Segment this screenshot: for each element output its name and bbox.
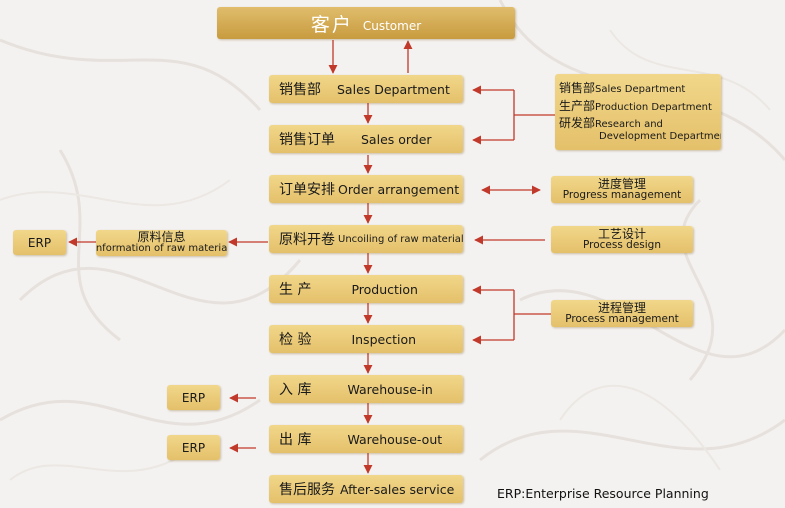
- side-label-en: Progress management: [562, 189, 682, 202]
- side-label-zh: 工艺设计: [597, 226, 646, 241]
- step-label-zh: 原料开卷: [279, 232, 335, 248]
- department-label-en: Research and: [595, 119, 663, 131]
- customer-label-zh: 客户: [310, 13, 353, 36]
- step-label-zh: 销售部: [279, 82, 321, 98]
- step-label-en: Warehouse-in: [347, 381, 433, 397]
- erp-label: ERP: [27, 235, 52, 250]
- department-label-zh: 销售部: [559, 81, 596, 95]
- step-label-zh: 销售订单: [279, 132, 335, 148]
- step-uncoiling: 原料开卷 Uncoiling of raw material: [269, 225, 463, 253]
- step-production: 生 产 Production: [269, 275, 463, 303]
- department-label-en: Sales Department: [595, 84, 686, 95]
- step-after-sales: 售后服务 After-sales service: [269, 475, 463, 503]
- side-label-en: Information of raw material: [96, 243, 227, 255]
- erp-box-raw-material: ERP: [13, 230, 66, 255]
- step-label-en: Inspection: [351, 331, 417, 347]
- department-item: 研发部Research and: [559, 113, 663, 131]
- step-label-en: Order arrangement: [338, 181, 460, 197]
- department-label-zh: 研发部: [559, 116, 596, 131]
- side-label-zh: 进度管理: [597, 176, 646, 191]
- step-label-zh: 售后服务: [279, 482, 335, 498]
- step-label-en: Production: [351, 281, 418, 297]
- step-label-en: Uncoiling of raw material: [338, 233, 463, 245]
- department-item: 销售部Sales Department: [559, 78, 685, 96]
- department-label-en: Production Department: [595, 101, 712, 113]
- step-label-en: Warehouse-out: [347, 431, 443, 447]
- process-design-box: 工艺设计 Process design: [551, 226, 693, 253]
- step-sales-order: 销售订单 Sales order: [269, 125, 463, 153]
- departments-box: 销售部Sales Department 生产部Production Depart…: [555, 74, 721, 150]
- erp-footnote: ERP:Enterprise Resource Planning: [497, 486, 709, 501]
- progress-management-box: 进度管理 Progress management: [551, 176, 693, 203]
- step-warehouse-in: 入 库 Warehouse-in: [269, 375, 463, 403]
- step-label-zh: 订单安排: [279, 182, 335, 198]
- customer-label-en: Customer: [362, 19, 422, 33]
- step-order-arrangement: 订单安排 Order arrangement: [269, 175, 463, 203]
- department-label-zh: 生产部: [559, 98, 596, 113]
- process-management-box: 进程管理 Process management: [551, 300, 693, 327]
- step-inspection: 检 验 Inspection: [269, 325, 463, 353]
- department-item: 生产部Production Department: [559, 96, 712, 114]
- step-label-en: Sales Department: [337, 81, 450, 97]
- raw-material-info-box: 原料信息 Information of raw material: [96, 230, 227, 256]
- side-label-en: Process design: [582, 239, 661, 252]
- step-label-zh: 生 产: [279, 282, 312, 298]
- erp-box-warehouse-in: ERP: [167, 385, 220, 410]
- erp-label: ERP: [181, 390, 206, 405]
- erp-box-warehouse-out: ERP: [167, 435, 220, 460]
- erp-label: ERP: [181, 440, 206, 455]
- side-label-en: Process management: [565, 313, 679, 326]
- step-label-zh: 出 库: [279, 432, 312, 448]
- side-label-zh: 原料信息: [137, 230, 186, 245]
- department-label-en-cont: Development Department: [599, 130, 721, 142]
- side-label-zh: 进程管理: [597, 300, 646, 315]
- customer-box: 客户 Customer: [217, 7, 515, 39]
- step-label-en: After-sales service: [340, 481, 455, 497]
- step-label-zh: 入 库: [279, 382, 312, 398]
- step-label-en: Sales order: [361, 131, 432, 147]
- step-label-zh: 检 验: [279, 332, 312, 348]
- step-sales-department: 销售部 Sales Department: [269, 75, 463, 103]
- step-warehouse-out: 出 库 Warehouse-out: [269, 425, 463, 453]
